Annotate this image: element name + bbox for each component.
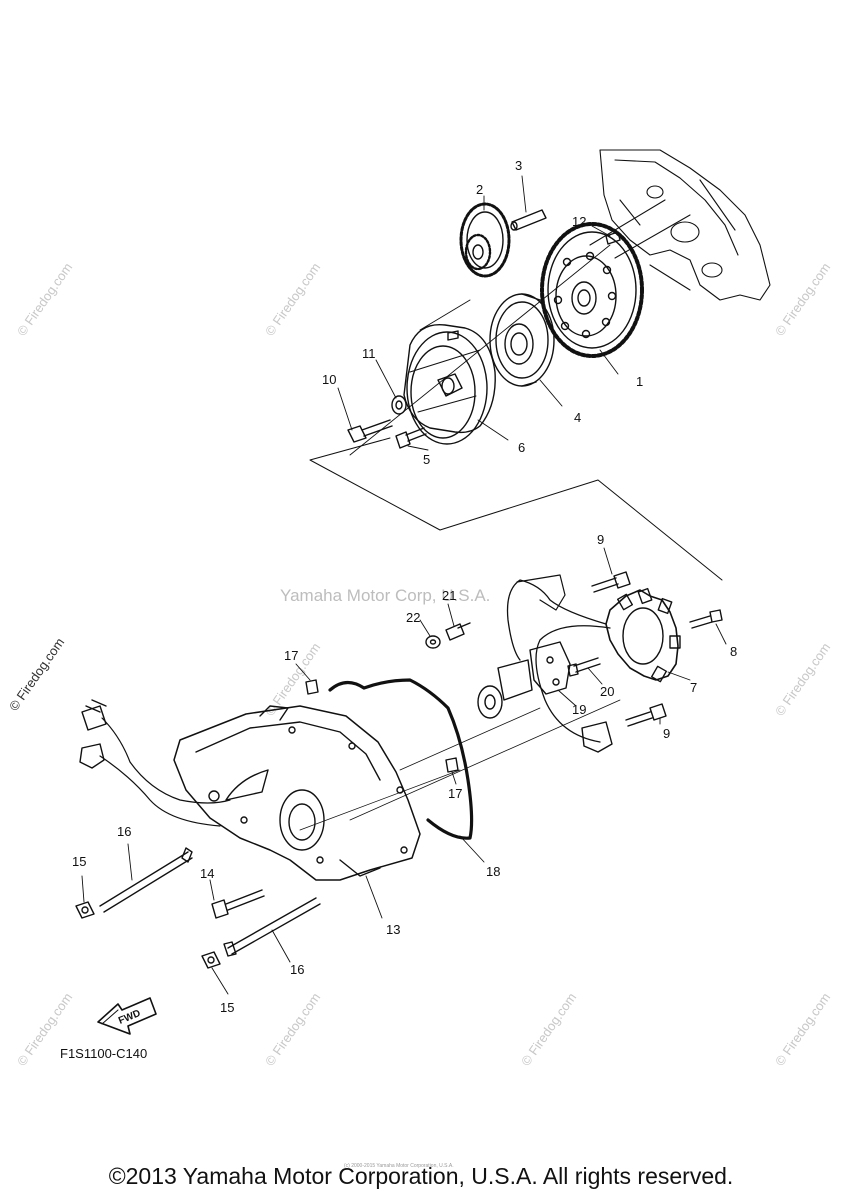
- starter-wheel-gear: [540, 222, 644, 358]
- assembly-guide-line: [349, 244, 611, 456]
- copyright-notice: ©2013 Yamaha Motor Corporation, U.S.A. A…: [108, 1163, 734, 1189]
- callout-labels: 1 2 3 4 5 6 7 8 9 9 10 11 12 13 14 15 15…: [72, 158, 737, 1015]
- engine-case-outline: [589, 149, 771, 301]
- pickup-wire: [506, 579, 607, 661]
- leader-lines: [81, 175, 727, 995]
- stator-bolt-right: [689, 609, 723, 629]
- callout-7: 7: [690, 680, 697, 695]
- callout-16b: 16: [290, 962, 304, 977]
- dowel-pin: [305, 679, 319, 695]
- callout-18: 18: [486, 864, 500, 879]
- cover-stud-bolt: [99, 847, 193, 913]
- callout-15: 15: [72, 854, 86, 869]
- callout-15b: 15: [220, 1000, 234, 1015]
- diagram-code: F1S1100-C140: [60, 1046, 148, 1061]
- callout-1: 1: [636, 374, 643, 389]
- callout-11: 11: [362, 346, 376, 361]
- starter-idle-gear: [459, 202, 511, 278]
- callout-22: 22: [406, 610, 420, 625]
- callout-13: 13: [386, 922, 400, 937]
- callout-3: 3: [515, 158, 522, 173]
- wire-grommet: [516, 574, 566, 611]
- center-watermark: Yamaha Motor Corp, U.S.A.: [280, 586, 491, 605]
- cover-bolt: [211, 889, 265, 919]
- dowel-pin: [445, 757, 459, 773]
- neutral-switch-harness: [79, 699, 231, 827]
- callout-21: 21: [442, 588, 456, 603]
- stator-wire: [535, 625, 611, 743]
- callout-16: 16: [117, 824, 131, 839]
- stator-bolt-upper: [591, 571, 631, 593]
- callout-2: 2: [476, 182, 483, 197]
- fine-print: (c) 2000-2015 Yamaha Motor Corporation, …: [344, 1163, 454, 1169]
- stator-coil: [605, 587, 681, 683]
- rotor-flywheel: [403, 323, 496, 445]
- woodruff-key: [605, 231, 621, 245]
- callout-10: 10: [322, 372, 336, 387]
- stator-bolt-lower: [625, 703, 667, 727]
- callout-5: 5: [423, 452, 430, 467]
- assembly-guide-line: [309, 437, 723, 581]
- callout-8: 8: [730, 644, 737, 659]
- wire-connector: [581, 721, 613, 753]
- cover-stud-bolt: [223, 897, 321, 957]
- flange-bolt: [347, 419, 393, 443]
- callout-4: 4: [574, 410, 581, 425]
- washer: [391, 395, 407, 415]
- callout-9b: 9: [663, 726, 670, 741]
- gear-shaft: [510, 209, 547, 231]
- cover-gasket: [328, 678, 474, 840]
- callout-17: 17: [284, 648, 298, 663]
- plate-bolt: [445, 622, 471, 641]
- rotor-bolt: [395, 427, 427, 449]
- cover-nut: [201, 951, 221, 969]
- cover-nut: [75, 901, 95, 919]
- callout-20: 20: [600, 684, 614, 699]
- callout-12: 12: [572, 214, 586, 229]
- callout-17b: 17: [448, 786, 462, 801]
- callout-14: 14: [200, 866, 214, 881]
- callout-6: 6: [518, 440, 525, 455]
- plate-washer: [425, 635, 441, 649]
- fwd-arrow-icon: FWD: [97, 997, 157, 1035]
- callout-19: 19: [572, 702, 586, 717]
- assembly-guide-line: [299, 699, 621, 831]
- oil-seal-plate: [477, 659, 533, 719]
- crankcase-cover: [173, 705, 421, 881]
- pickup-coil: [529, 641, 571, 695]
- callout-9: 9: [597, 532, 604, 547]
- starter-clutch: [489, 293, 555, 387]
- pickup-screw: [567, 657, 601, 677]
